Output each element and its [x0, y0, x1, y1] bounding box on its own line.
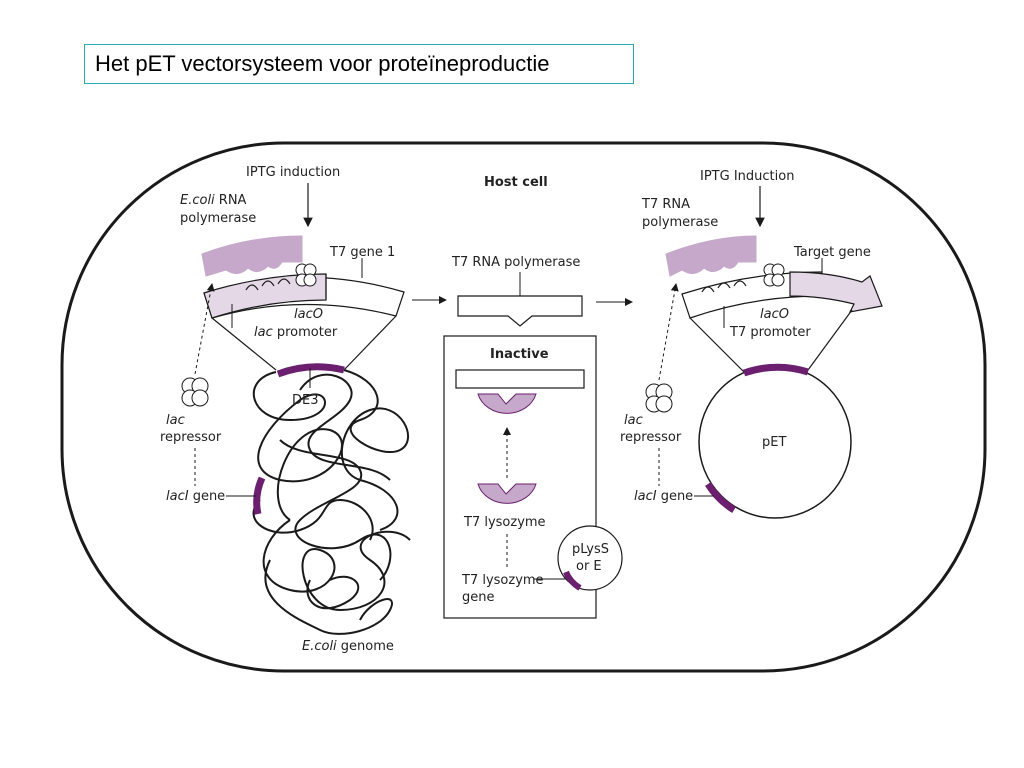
pet-promoter-segment — [742, 363, 810, 377]
lysozyme-gene-label-2: gene — [462, 590, 495, 605]
right-lac-repressor-icon — [645, 383, 673, 413]
t7-lysozyme-label: T7 lysozyme — [463, 515, 546, 530]
plyss-label-2: or E — [576, 559, 602, 574]
left-laci-segment — [253, 476, 266, 515]
left-laco-repressor-icon — [295, 263, 317, 287]
right-laco-label: lacO — [760, 307, 789, 322]
left-promoter-label: lac promoter — [254, 325, 338, 340]
plyss-gene-segment — [563, 570, 582, 591]
right-bumps — [701, 280, 747, 293]
genome-label: E.coli genome — [302, 639, 394, 654]
right-zoom-line-l — [689, 317, 745, 373]
left-lac-repressor-icon — [181, 377, 209, 407]
lysozyme-gene-label-1: T7 lysozyme — [461, 573, 544, 588]
host-cell-label: Host cell — [484, 175, 548, 190]
free-lysozyme-shape — [477, 483, 537, 504]
right-t7rnap-label-2: polymerase — [642, 215, 718, 230]
plyss-plasmid — [557, 525, 623, 591]
right-zoom-line-r — [807, 309, 853, 371]
left-section: IPTG induction E.coli RNA polymerase T7 … — [160, 165, 411, 654]
de3-label: DE3 — [292, 393, 319, 408]
left-laco-label: lacO — [294, 307, 323, 322]
pet-laci-segment — [705, 482, 736, 513]
inactive-label: Inactive — [490, 347, 549, 362]
left-bumps — [245, 278, 291, 291]
left-zoom-line-l — [211, 317, 277, 371]
left-repressor-label-2: repressor — [160, 430, 222, 445]
ecoli-rnap-label-line2: polymerase — [180, 211, 256, 226]
right-laco-repressor-icon — [763, 263, 785, 287]
right-laci-label: lacI gene — [634, 489, 693, 504]
left-laci-label: lacI gene — [166, 489, 225, 504]
right-repressor-label-2: repressor — [620, 430, 682, 445]
slide-title: Het pET vectorsysteem voor proteïneprodu… — [84, 44, 634, 84]
left-iptg-label: IPTG induction — [246, 165, 340, 180]
t7-rnap-shape — [457, 295, 583, 327]
right-repressor-dashed — [658, 283, 679, 381]
t7-promoter-label: T7 promoter — [729, 325, 811, 340]
t7-rnap-label: T7 RNA polymerase — [451, 255, 580, 270]
t7-gene1-label: T7 gene 1 — [329, 245, 395, 260]
target-gene-arrow — [789, 271, 883, 313]
t7-rna-polymerase-shape — [665, 235, 757, 277]
right-section: IPTG Induction T7 RNA polymerase Target … — [620, 169, 883, 519]
target-gene-label: Target gene — [793, 245, 871, 260]
left-zoom-line-r — [343, 315, 397, 371]
host-cell-outline — [60, 141, 987, 673]
right-repressor-label-1: lac — [624, 413, 643, 428]
inactive-rnap-shape — [455, 369, 585, 389]
inactive-lysozyme-shape — [477, 393, 537, 414]
right-t7rnap-label-1: T7 RNA — [641, 197, 690, 212]
ecoli-rnap-label: E.coli RNA — [180, 193, 247, 208]
ecoli-rna-polymerase-shape — [201, 235, 303, 277]
right-iptg-label: IPTG Induction — [700, 169, 794, 184]
ecoli-genome-tangle — [252, 369, 411, 635]
left-repressor-label-1: lac — [166, 413, 185, 428]
de3-segment — [276, 363, 345, 378]
pet-label: pET — [762, 435, 786, 450]
middle-section: T7 RNA polymerase Inactive T7 lysozyme T… — [443, 255, 623, 619]
plyss-label-1: pLysS — [572, 542, 609, 557]
